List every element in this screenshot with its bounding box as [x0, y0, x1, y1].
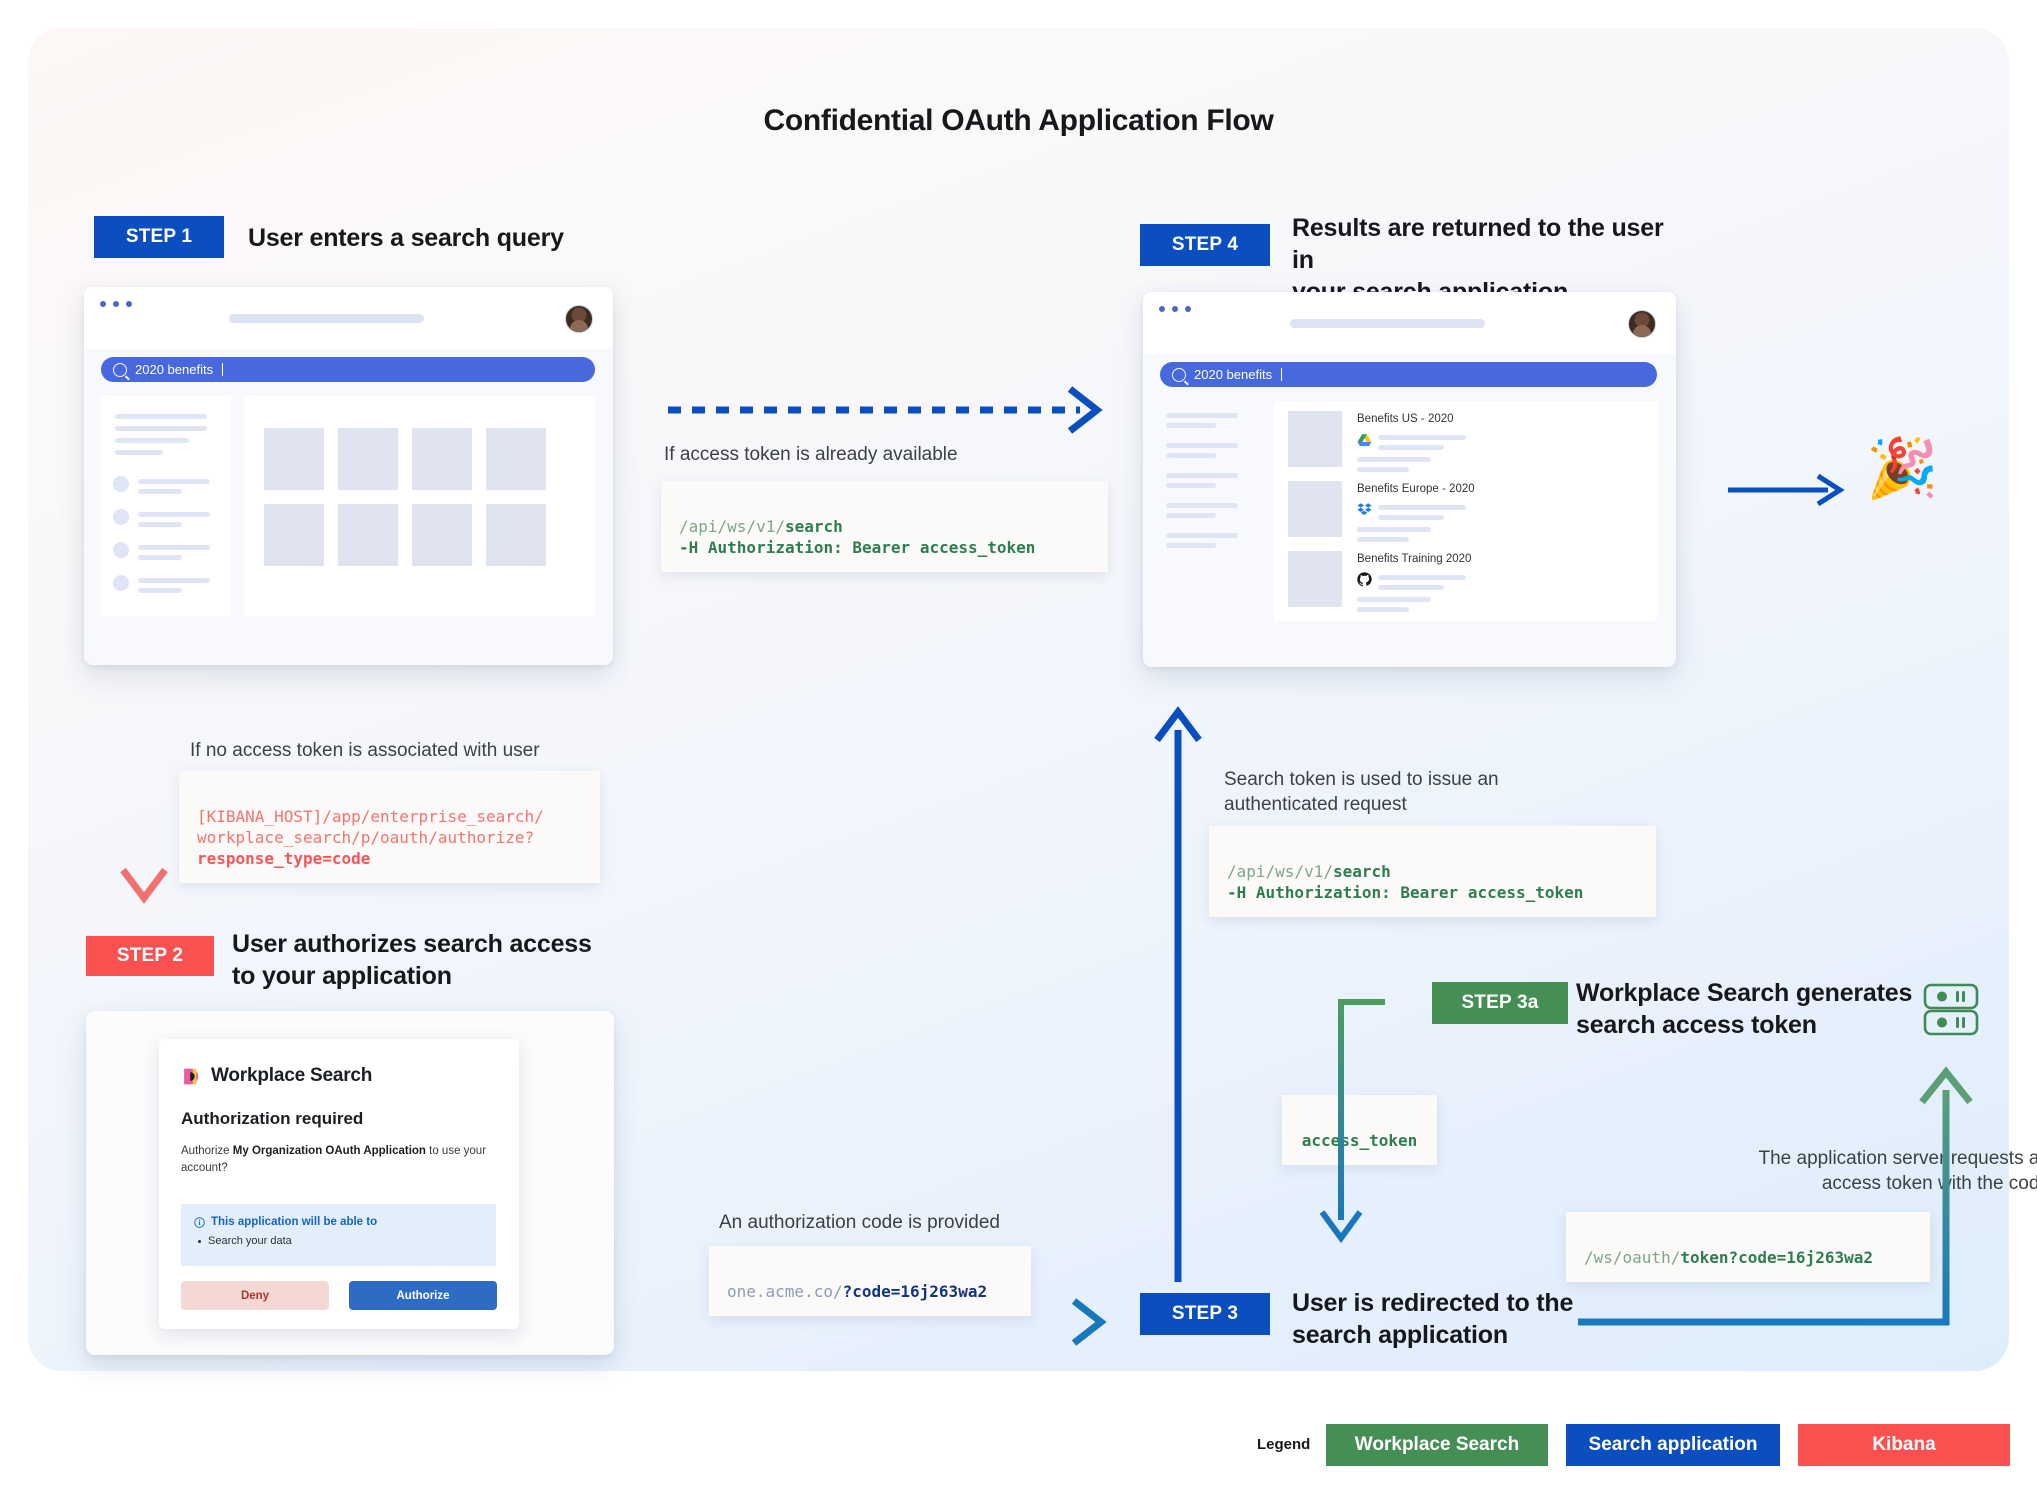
- step-3-chip-label: STEP 3: [1171, 1303, 1239, 1324]
- callout-heading: This application will be able to: [194, 1216, 483, 1228]
- result-thumbnail: [1288, 411, 1342, 467]
- code-path-dim: /api/ws/v1/: [679, 517, 785, 537]
- code-path-dim: /ws/oauth/: [1584, 1248, 1681, 1268]
- authorize-button[interactable]: Authorize: [349, 1281, 497, 1310]
- note-search-token-used: Search token is used to issue an authent…: [1224, 769, 1499, 815]
- window-dots-icon: [100, 301, 132, 307]
- search-application-mock-step4: 2020 benefits Benefits US - 2020: [1143, 292, 1676, 667]
- legend-item-search-application: Search application: [1566, 1424, 1780, 1466]
- deny-button-label: Deny: [240, 1289, 270, 1302]
- access-token-text: access_token: [1301, 1131, 1418, 1151]
- note-auth-code-provided: An authorization code is provided: [719, 1212, 1000, 1233]
- search-query-value: 2020 benefits: [1194, 367, 1273, 382]
- permissions-callout: This application will be able to Search …: [181, 1204, 496, 1266]
- github-icon: [1357, 572, 1372, 587]
- step-1-chip: STEP 1: [94, 216, 224, 258]
- auth-body-app-name: My Organization OAuth Application: [232, 1145, 426, 1157]
- authorization-card-heading: Authorization required: [181, 1109, 364, 1128]
- code-line1: [KIBANA_HOST]/app/enterprise_search/: [197, 807, 544, 827]
- auth-body-post: to use your account?: [181, 1145, 487, 1174]
- search-input[interactable]: 2020 benefits: [1160, 362, 1657, 387]
- step-4-chip-label: STEP 4: [1171, 234, 1239, 255]
- party-popper-icon: 🎉: [1866, 436, 1939, 501]
- authorization-card: Workplace Search Authorization required …: [159, 1039, 519, 1329]
- code-line2: -H Authorization: Bearer access_token: [679, 538, 1036, 558]
- code-kibana-authorize: [KIBANA_HOST]/app/enterprise_search/ wor…: [179, 771, 600, 884]
- step-3a-chip-label: STEP 3a: [1461, 992, 1539, 1013]
- search-icon: [113, 362, 127, 377]
- mock-titlebar: [1143, 292, 1676, 354]
- results-list-panel: Benefits US - 2020 Benefits Europe - 202…: [1274, 401, 1657, 621]
- search-query-value: 2020 benefits: [135, 362, 214, 377]
- step-2-chip-label: STEP 2: [116, 945, 184, 966]
- code-host-dim: one.acme.co/: [727, 1282, 843, 1302]
- mock-body: 2020 benefits Benefits US - 2020: [1143, 354, 1676, 667]
- page-title: Confidential OAuth Application Flow: [763, 104, 1274, 137]
- code-redirect-url: one.acme.co/?code=16j263wa2: [709, 1246, 1031, 1317]
- code-token-exchange: /ws/oauth/token?code=16j263wa2: [1566, 1212, 1930, 1283]
- authorization-card-body: Authorize My Organization OAuth Applicat…: [181, 1143, 491, 1176]
- code-access-token-label: access_token: [1282, 1095, 1437, 1166]
- code-path-strong: search: [1332, 862, 1391, 882]
- step-3-title: User is redirected to the search applica…: [1292, 1289, 1574, 1349]
- legend-item-label: Search application: [1588, 1434, 1758, 1455]
- facet-panel: [1160, 401, 1268, 621]
- code-search-request-top: /api/ws/v1/search -H Authorization: Bear…: [661, 481, 1108, 573]
- google-drive-icon: [1357, 434, 1372, 447]
- info-icon: [194, 1216, 205, 1228]
- legend-item-kibana: Kibana: [1798, 1424, 2010, 1466]
- note-token-available: If access token is already available: [664, 444, 958, 465]
- authorization-card-brand: Workplace Search: [211, 1065, 373, 1086]
- avatar: [1628, 310, 1656, 338]
- kibana-authorize-window: Workplace Search Authorization required …: [86, 1011, 614, 1355]
- url-bar: [1290, 319, 1485, 328]
- result-title: Benefits US - 2020: [1357, 413, 1454, 425]
- step-2-title: User authorizes search access to your ap…: [232, 930, 592, 990]
- step-1-chip-label: STEP 1: [125, 226, 193, 247]
- code-path-strong: token?code=16j263wa2: [1680, 1248, 1873, 1268]
- search-application-mock-step1: 2020 benefits: [84, 287, 613, 665]
- result-title: Benefits Training 2020: [1357, 553, 1472, 565]
- result-title: Benefits Europe - 2020: [1357, 483, 1475, 495]
- code-path-strong: search: [784, 517, 843, 537]
- search-icon: [1172, 367, 1186, 382]
- facet-panel: [101, 396, 231, 616]
- legend-item-label: Kibana: [1872, 1434, 1936, 1455]
- code-line2: -H Authorization: Bearer access_token: [1227, 883, 1584, 903]
- auth-body-pre: Authorize: [181, 1145, 233, 1157]
- result-thumbnail: [1288, 551, 1342, 607]
- callout-title: This application will be able to: [211, 1216, 378, 1228]
- result-thumbnail: [1288, 481, 1342, 537]
- note-app-server-requests: The application server requests an acces…: [1758, 1148, 2037, 1194]
- code-path-dim: /api/ws/v1/: [1227, 862, 1333, 882]
- mock-titlebar: [84, 287, 613, 349]
- step-4-chip: STEP 4: [1140, 224, 1270, 266]
- step-3a-title: Workplace Search generates search access…: [1576, 979, 1913, 1039]
- url-bar: [229, 314, 424, 323]
- mock-body: 2020 benefits: [84, 349, 613, 665]
- code-line2: workplace_search/p/oauth/authorize?: [197, 828, 535, 848]
- workplace-search-logo-icon: [181, 1066, 203, 1087]
- search-input[interactable]: 2020 benefits: [101, 357, 595, 382]
- legend-label: Legend: [1257, 1436, 1311, 1453]
- code-search-request-mid: /api/ws/v1/search -H Authorization: Bear…: [1209, 826, 1656, 918]
- legend-item-workplace-search: Workplace Search: [1326, 1424, 1548, 1466]
- legend-item-label: Workplace Search: [1354, 1434, 1520, 1455]
- avatar: [565, 305, 593, 333]
- step-1-title: User enters a search query: [248, 224, 564, 252]
- code-line3: response_type=code: [197, 849, 371, 869]
- deny-button[interactable]: Deny: [181, 1281, 329, 1310]
- code-query-strong: ?code=16j263wa2: [842, 1282, 988, 1302]
- step-2-chip: STEP 2: [86, 936, 214, 976]
- dropbox-icon: [1357, 503, 1372, 515]
- authorize-button-label: Authorize: [396, 1289, 450, 1302]
- results-grid-panel: [244, 396, 595, 616]
- window-dots-icon: [1159, 306, 1191, 312]
- step-3a-chip: STEP 3a: [1432, 982, 1568, 1024]
- note-no-token: If no access token is associated with us…: [190, 740, 540, 761]
- callout-item: Search your data: [194, 1235, 483, 1247]
- step-3-chip: STEP 3: [1140, 1293, 1270, 1335]
